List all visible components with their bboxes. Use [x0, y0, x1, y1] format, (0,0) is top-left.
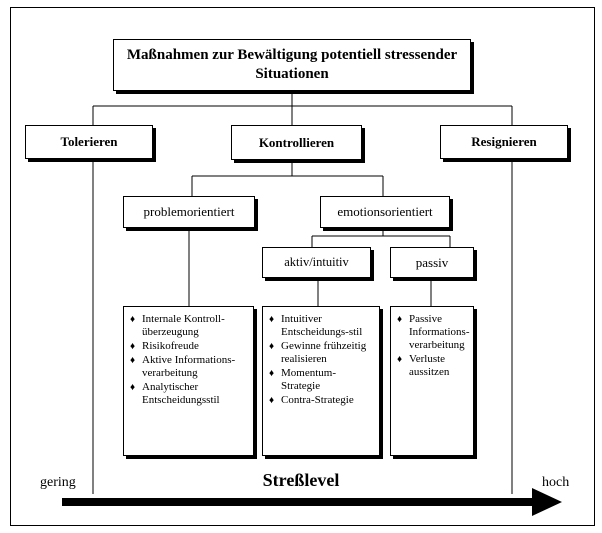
list-item: Momentum-Strategie: [269, 367, 373, 393]
resignieren-box: Resignieren: [440, 125, 568, 159]
frame-border: [10, 7, 595, 526]
resignieren-label: Resignieren: [471, 134, 537, 149]
title-box: Maßnahmen zur Bewältigung potentiell str…: [113, 39, 471, 91]
passiv-box: passiv: [390, 247, 474, 278]
passiv-strategies-list: Passive Informations-verarbeitung Verlus…: [397, 313, 469, 380]
kontrollieren-box: Kontrollieren: [231, 125, 362, 160]
problem-strategies-box: Internale Kontroll-überzeugung Risikofre…: [123, 306, 254, 456]
passiv-strategies-box: Passive Informations-verarbeitung Verlus…: [390, 306, 474, 456]
stress-arrow-shaft: [62, 498, 536, 506]
aktiv-strategies-box: Intuitiver Entscheidungs-stil Gewinne fr…: [262, 306, 380, 456]
emotionsorientiert-label: emotionsorientiert: [337, 204, 433, 219]
list-item: Aktive Informations-verarbeitung: [130, 354, 247, 380]
tolerieren-box: Tolerieren: [25, 125, 153, 159]
problem-strategies-list: Internale Kontroll-überzeugung Risikofre…: [130, 313, 247, 408]
list-item: Analytischer Entscheidungsstil: [130, 381, 247, 407]
aktiv-intuitiv-label: aktiv/intuitiv: [284, 255, 349, 269]
passiv-label: passiv: [415, 254, 449, 270]
stress-arrow-head: [532, 488, 562, 516]
list-item: Internale Kontroll-überzeugung: [130, 313, 247, 339]
stress-high-label: hoch: [542, 475, 570, 490]
problemorientiert-label: problemorientiert: [143, 204, 235, 219]
list-item: Gewinne frühzeitig realisieren: [269, 340, 373, 366]
aktiv-intuitiv-box: aktiv/intuitiv: [262, 247, 371, 278]
list-item: Passive Informations-verarbeitung: [397, 313, 469, 352]
stress-low-label: gering: [40, 475, 76, 490]
list-item: Risikofreude: [130, 340, 247, 353]
title-text: Maßnahmen zur Bewältigung potentiell str…: [126, 47, 458, 82]
kontrollieren-label: Kontrollieren: [258, 134, 335, 150]
stress-level-label: Streßlevel: [262, 470, 340, 490]
emotionsorientiert-box: emotionsorientiert: [320, 196, 450, 228]
problemorientiert-box: problemorientiert: [123, 196, 255, 228]
list-item: Verluste aussitzen: [397, 353, 469, 379]
tolerieren-label: Tolerieren: [60, 134, 118, 149]
list-item: Intuitiver Entscheidungs-stil: [269, 313, 373, 339]
list-item: Contra-Strategie: [269, 394, 373, 407]
aktiv-strategies-list: Intuitiver Entscheidungs-stil Gewinne fr…: [269, 313, 373, 408]
